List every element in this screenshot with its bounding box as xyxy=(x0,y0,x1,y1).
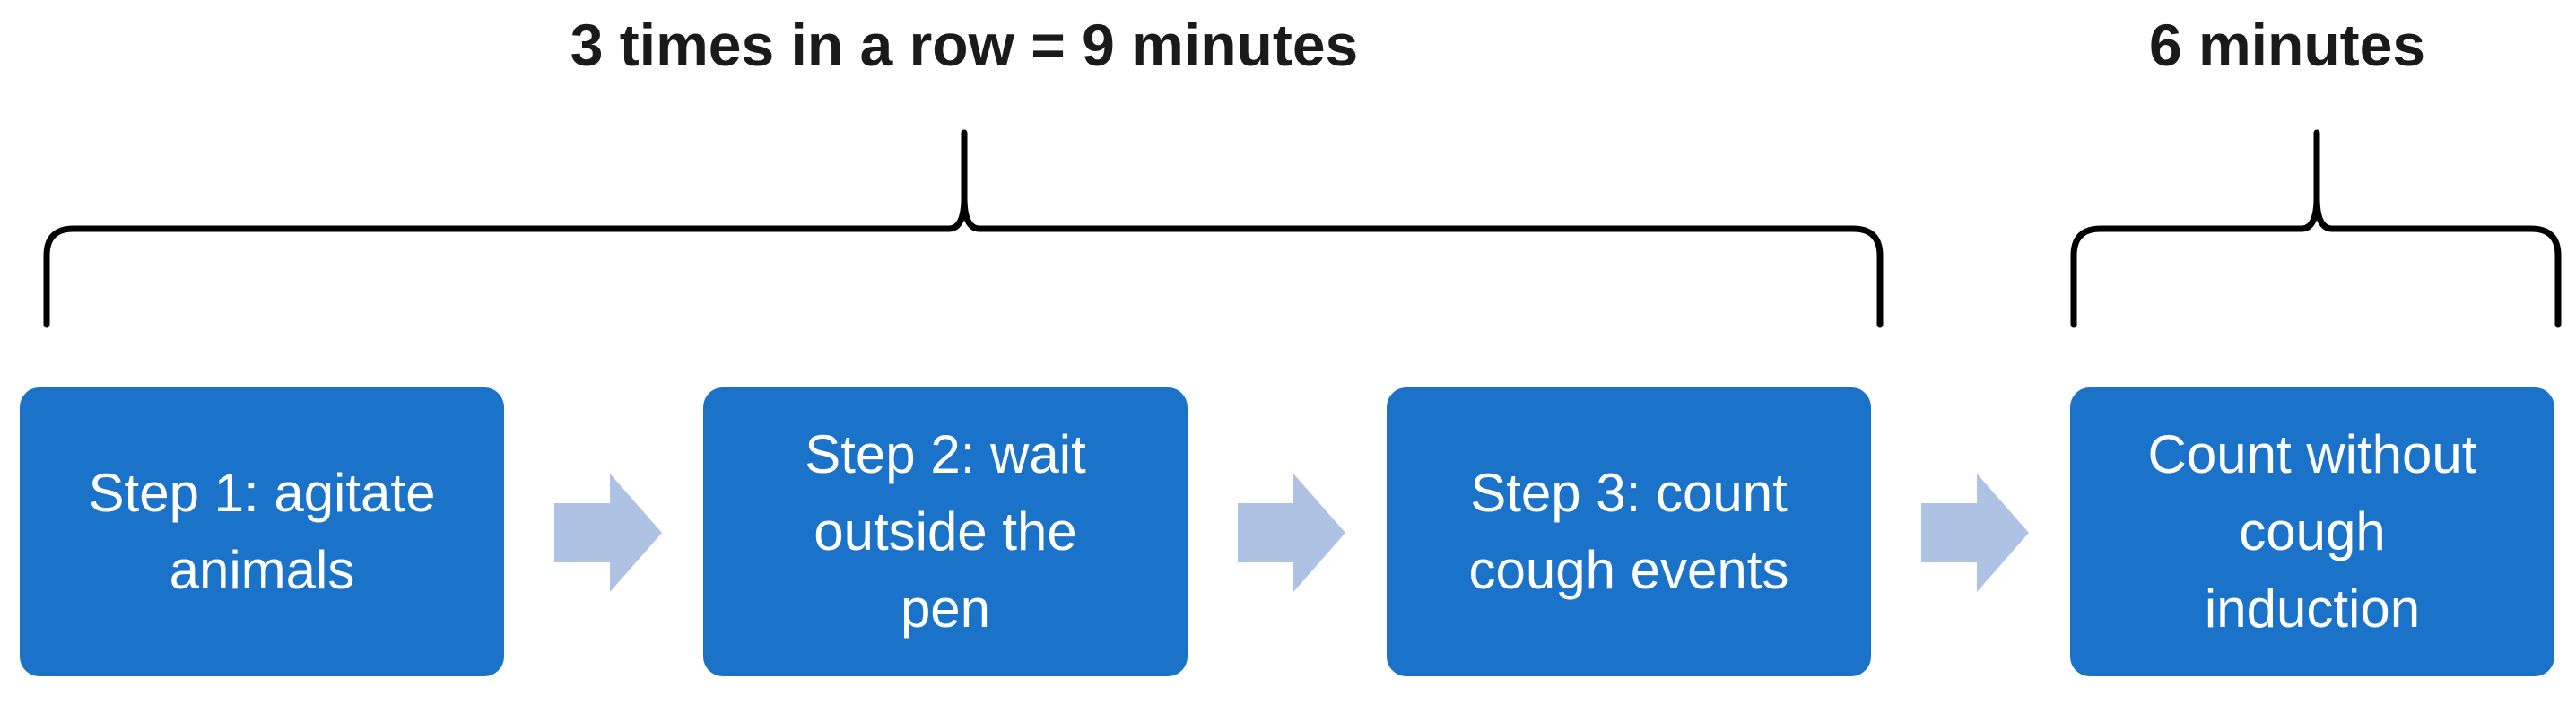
step-4-label: Count without cough induction xyxy=(2147,424,2477,639)
repeat-brace xyxy=(43,129,1884,328)
right-arrow-icon xyxy=(1238,474,1345,592)
step-1-box: Step 1: agitate animals xyxy=(20,387,504,676)
count-brace xyxy=(2070,129,2562,328)
right-arrow-icon xyxy=(554,474,662,592)
step-3-label: Step 3: count cough events xyxy=(1468,463,1789,600)
repeat-duration-heading: 3 times in a row = 9 minutes xyxy=(570,12,1359,78)
step-3-box: Step 3: count cough events xyxy=(1387,387,1871,676)
step-2-box: Step 2: wait outside the pen xyxy=(703,387,1188,676)
count-duration-heading: 6 minutes xyxy=(2148,12,2426,78)
right-arrow-icon xyxy=(1921,474,2029,592)
step-4-box: Count without cough induction xyxy=(2070,387,2554,676)
step-2-label: Step 2: wait outside the pen xyxy=(805,424,1086,639)
step-1-label: Step 1: agitate animals xyxy=(88,463,436,600)
